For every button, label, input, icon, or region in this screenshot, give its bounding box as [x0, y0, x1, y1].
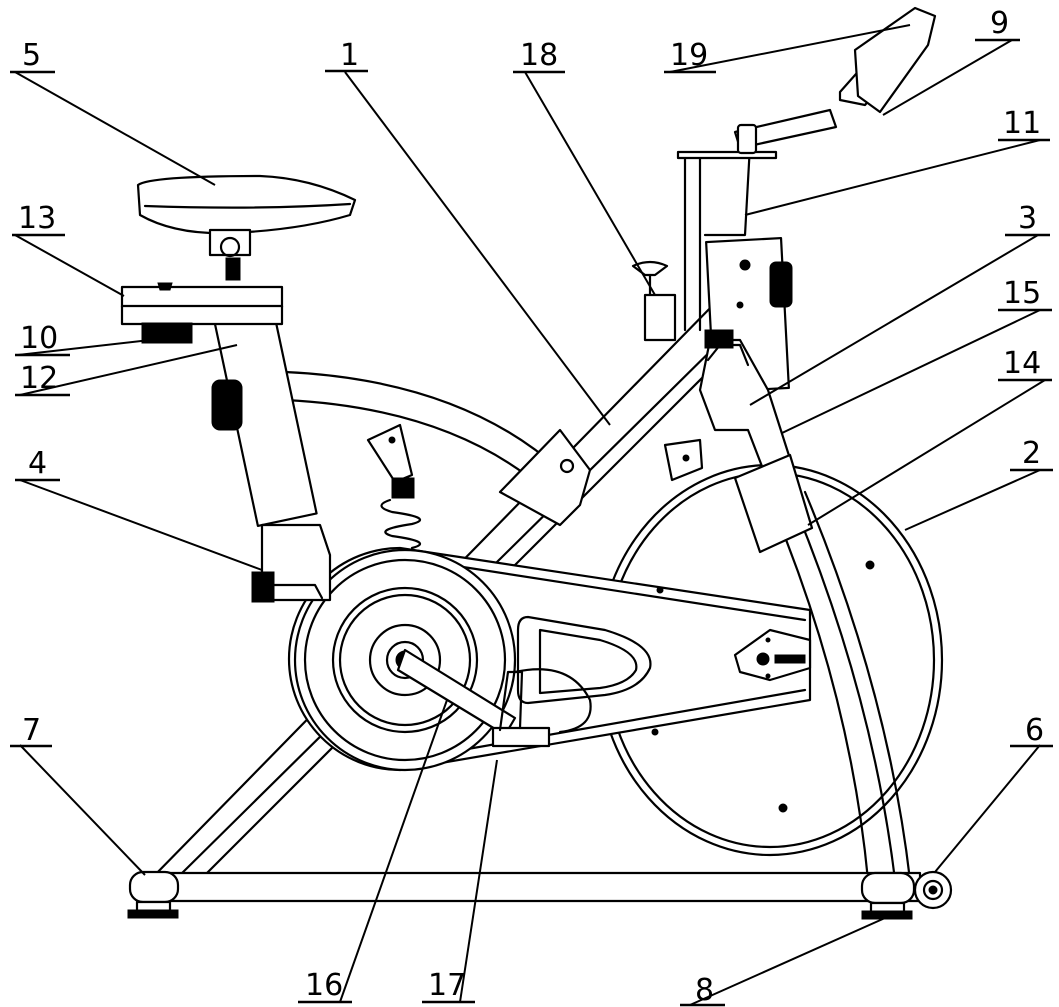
svg-text:9: 9	[990, 6, 1009, 41]
seat-slider	[120, 282, 284, 344]
leader-lines	[14, 24, 1046, 1006]
label-13: 13	[12, 201, 65, 237]
svg-text:17: 17	[428, 968, 466, 1003]
leader-10	[17, 339, 151, 356]
handlebar	[676, 108, 838, 160]
rear-foot	[127, 870, 180, 919]
leader-19	[669, 24, 911, 73]
leader-14	[807, 379, 1046, 526]
svg-text:4: 4	[28, 446, 47, 481]
adjust-knob	[631, 260, 677, 342]
label-11: 11	[998, 106, 1050, 142]
shock-spring	[366, 423, 422, 550]
label-2: 2	[1010, 436, 1053, 472]
label-10: 10	[15, 321, 70, 357]
label-5: 5	[10, 38, 55, 74]
label-7: 7	[10, 713, 52, 748]
leader-18	[524, 71, 656, 296]
svg-text:12: 12	[20, 361, 58, 396]
leader-9	[882, 39, 1013, 116]
label-8: 8	[680, 973, 725, 1007]
leader-7	[19, 744, 146, 876]
svg-text:19: 19	[670, 38, 708, 73]
label-3: 3	[1005, 201, 1050, 237]
svg-text:5: 5	[22, 38, 41, 73]
label-15: 15	[998, 276, 1052, 312]
leader-17	[459, 759, 498, 1003]
leader-3	[749, 234, 1039, 406]
svg-text:6: 6	[1025, 713, 1044, 748]
part-labels: 1 2 3 4 5 6 7 8 9 10 11 12 13 14 15 16 1…	[10, 6, 1053, 1007]
label-19: 19	[664, 38, 716, 74]
label-4: 4	[15, 446, 60, 482]
leader-2	[904, 469, 1041, 531]
svg-text:15: 15	[1003, 276, 1041, 311]
label-1: 1	[325, 38, 368, 73]
leader-15	[781, 309, 1041, 434]
front-foot	[860, 871, 916, 920]
leader-13	[14, 234, 125, 297]
label-14: 14	[998, 346, 1052, 382]
brake-pad-cover	[733, 453, 814, 554]
svg-text:8: 8	[695, 973, 714, 1007]
label-12: 12	[15, 361, 70, 397]
label-9: 9	[975, 6, 1020, 42]
svg-text:18: 18	[520, 38, 558, 73]
svg-text:13: 13	[18, 201, 56, 236]
svg-text:11: 11	[1003, 106, 1041, 141]
svg-text:7: 7	[22, 713, 41, 748]
pedal	[491, 668, 592, 748]
transport-wheel	[913, 870, 953, 910]
svg-text:14: 14	[1003, 346, 1041, 381]
svg-text:2: 2	[1022, 436, 1041, 471]
bracket-tab	[663, 438, 704, 482]
leader-8	[689, 917, 886, 1006]
leader-4	[19, 479, 263, 571]
console-mount	[838, 6, 937, 114]
seat-post	[211, 306, 332, 603]
svg-text:1: 1	[340, 38, 359, 73]
leader-12	[19, 344, 238, 396]
label-18: 18	[513, 38, 565, 74]
leader-5	[14, 71, 216, 186]
seat	[136, 174, 357, 281]
label-6: 6	[1010, 713, 1053, 748]
leader-6	[934, 744, 1041, 873]
svg-text:10: 10	[20, 321, 58, 356]
leader-1	[344, 71, 611, 426]
svg-text:16: 16	[305, 968, 343, 1003]
leader-16	[339, 699, 448, 1003]
label-17: 17	[422, 968, 475, 1004]
label-16: 16	[298, 968, 352, 1004]
belt-tensioner	[733, 628, 812, 682]
leader-11	[744, 139, 1041, 216]
frame-bracket	[498, 428, 592, 527]
svg-text:3: 3	[1018, 201, 1037, 236]
